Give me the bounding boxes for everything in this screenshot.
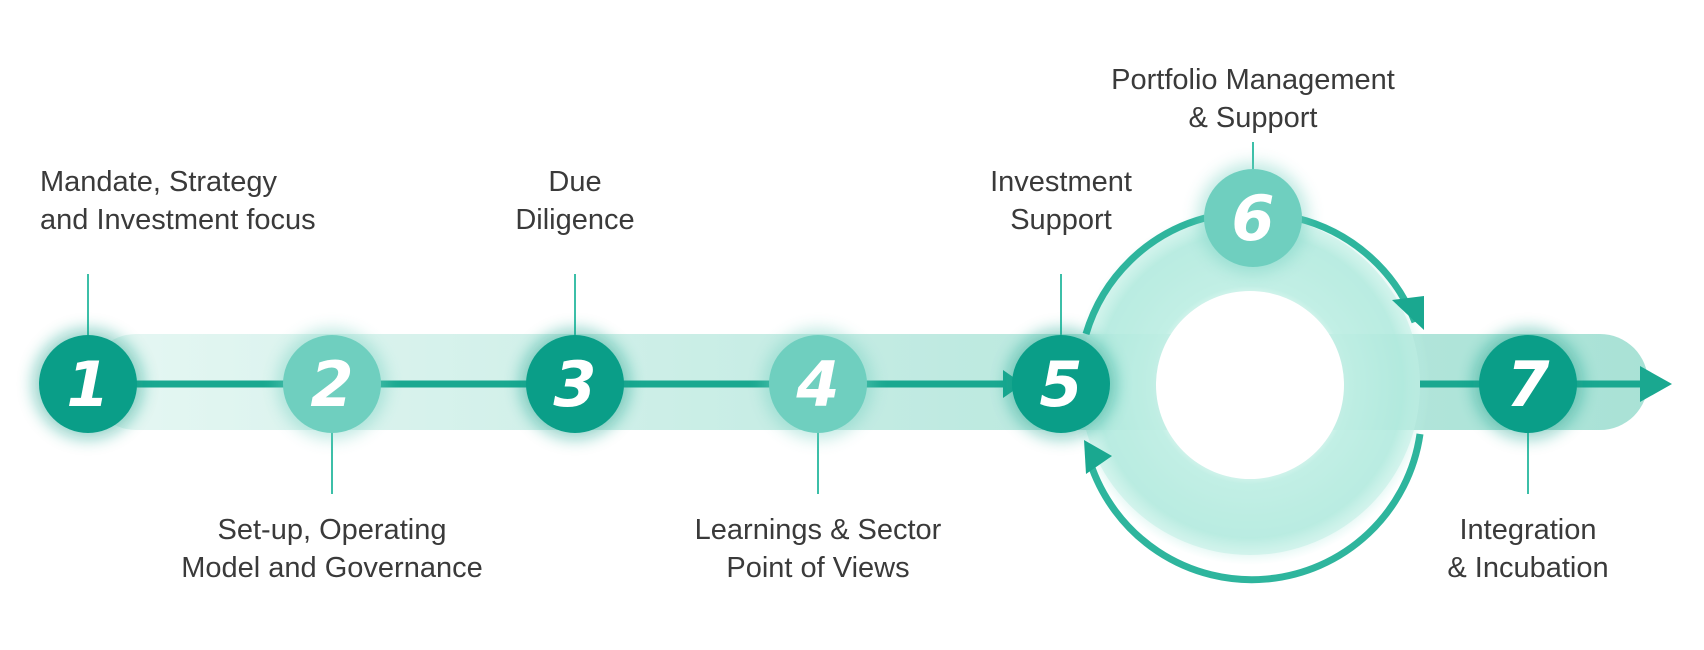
step-5-number: 5 <box>1039 348 1082 421</box>
step-7-circle <box>1479 335 1577 433</box>
arrow-down-right <box>1392 296 1424 330</box>
cycle-arc-bottom <box>1086 433 1424 584</box>
step-2-circle <box>283 335 381 433</box>
label-step-5-line-1: Investment <box>990 166 1132 198</box>
label-step-7-line-1: Integration <box>1459 514 1597 546</box>
label-step-5-line-2: Support <box>1010 204 1112 236</box>
cycle-arc-top-left <box>1082 214 1206 335</box>
step-2-number: 2 <box>310 348 353 421</box>
step-7-number: 7 <box>1506 348 1550 421</box>
label-step-2-line-1: Set-up, Operating <box>217 514 447 546</box>
arrow-final <box>1640 366 1672 402</box>
step-5-circle <box>1012 335 1110 433</box>
label-step-6-line-2: & Support <box>1188 102 1318 134</box>
label-step-2-line-2: Model and Governance <box>181 552 483 584</box>
label-step-1: Mandate, Strategy and Investment focus <box>40 163 316 239</box>
step-6-number: 6 <box>1231 182 1274 255</box>
label-step-3: Due Diligence <box>475 163 675 239</box>
cycle-ring-hole <box>1156 291 1344 479</box>
label-step-4-line-1: Learnings & Sector <box>694 514 942 546</box>
step-1-circle <box>39 335 137 433</box>
label-step-1-line-2: and Investment focus <box>40 204 316 236</box>
label-step-4-line-2: Point of Views <box>726 552 910 584</box>
label-step-2: Set-up, Operating Model and Governance <box>142 511 522 587</box>
label-step-3-line-2: Diligence <box>515 204 635 236</box>
label-step-6-line-1: Portfolio Management <box>1111 64 1395 96</box>
step-3-number: 3 <box>553 348 596 421</box>
step-6-circle <box>1204 169 1302 267</box>
label-step-7-line-2: & Incubation <box>1447 552 1609 584</box>
step-4-circle <box>769 335 867 433</box>
label-step-4: Learnings & Sector Point of Views <box>658 511 978 587</box>
label-step-6: Portfolio Management & Support <box>1058 61 1448 137</box>
arrow-up-left <box>1084 440 1112 474</box>
label-step-5: Investment Support <box>956 163 1166 239</box>
step-3-circle <box>526 335 624 433</box>
label-step-1-line-1: Mandate, Strategy <box>40 166 277 198</box>
step-4-number: 4 <box>795 348 839 421</box>
label-step-7: Integration & Incubation <box>1398 511 1658 587</box>
step-1-number: 1 <box>66 348 109 421</box>
label-step-3-line-1: Due <box>548 166 602 198</box>
